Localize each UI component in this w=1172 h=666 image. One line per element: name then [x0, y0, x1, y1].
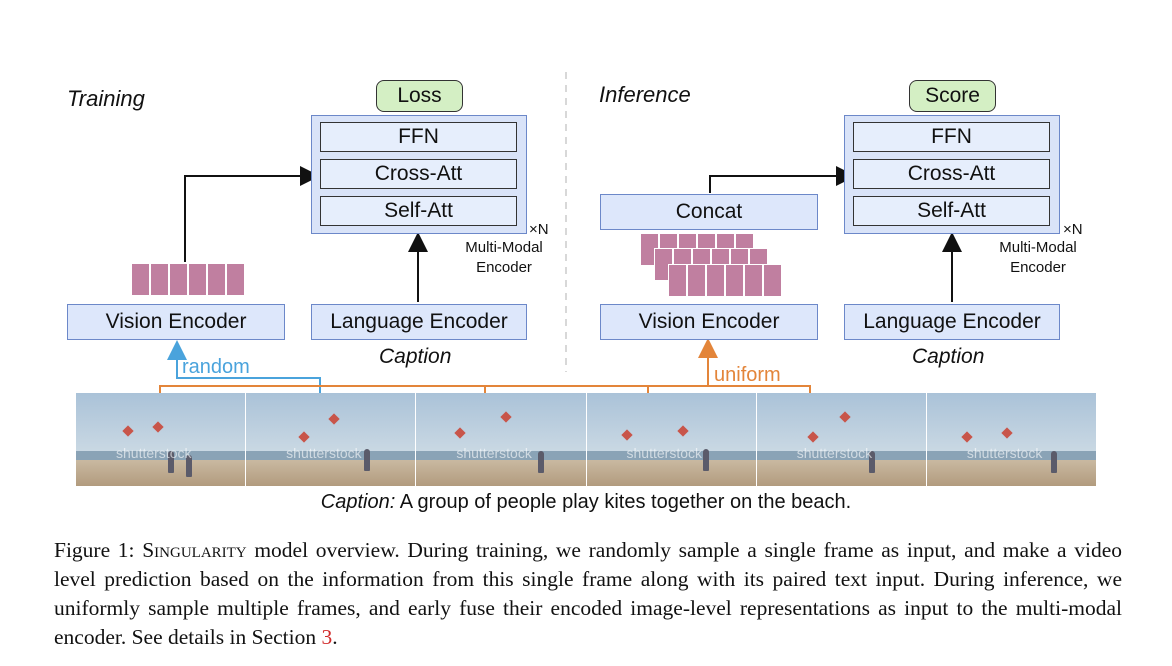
- token: [763, 264, 782, 297]
- inf-crossatt-layer: Cross-Att: [853, 159, 1050, 189]
- token: [188, 263, 207, 296]
- token: [150, 263, 169, 296]
- token: [131, 263, 150, 296]
- train-mm-encoder-label: Multi-Modal Encoder: [450, 238, 558, 278]
- frame-watermark: shutterstock: [966, 445, 1043, 461]
- inf-mm-encoder-label: Multi-Modal Encoder: [984, 238, 1092, 278]
- token: [725, 264, 744, 297]
- video-frame: shutterstock: [76, 393, 247, 486]
- train-vision-encoder-box: Vision Encoder: [67, 304, 285, 340]
- score-box: Score: [909, 80, 996, 112]
- training-label: Training: [67, 86, 145, 111]
- train-vision-to-crossatt-arrow: [184, 166, 320, 262]
- frame-watermark: shutterstock: [456, 445, 532, 461]
- train-ffn-layer: FFN: [320, 122, 517, 152]
- image-caption-prefix: Caption:: [320, 491, 396, 513]
- token: [668, 264, 687, 297]
- inf-mm-encoder-text: Multi-Modal Encoder: [999, 239, 1077, 276]
- video-frame: shutterstock: [756, 393, 927, 486]
- video-frame: shutterstock: [586, 393, 757, 486]
- loss-box: Loss: [376, 80, 463, 112]
- frame-watermark: shutterstock: [626, 445, 702, 461]
- token: [706, 264, 725, 297]
- inference-label: Inference: [599, 82, 691, 107]
- frame-watermark: shutterstock: [286, 445, 362, 461]
- uniform-sampling-bracket: [159, 385, 811, 393]
- concat-box: Concat: [600, 194, 818, 230]
- token: [744, 264, 763, 297]
- inf-repeat-label: ×N: [1063, 221, 1083, 238]
- figure-caption-suffix: .: [332, 625, 338, 649]
- token: [687, 264, 706, 297]
- token: [207, 263, 226, 296]
- frame-watermark: shutterstock: [116, 445, 192, 461]
- train-selfatt-layer: Self-Att: [320, 196, 517, 226]
- figure-caption: Figure 1: Singularity model overview. Du…: [54, 536, 1122, 652]
- train-mm-encoder-text: Multi-Modal Encoder: [465, 239, 543, 276]
- video-frame: shutterstock: [246, 393, 417, 486]
- figure-caption-body: model overview. During training, we rand…: [54, 538, 1122, 649]
- train-caption-label: Caption: [379, 345, 452, 368]
- train-repeat-label: ×N: [529, 221, 549, 238]
- train-language-encoder-box: Language Encoder: [311, 304, 527, 340]
- image-caption-text: A group of people play kites together on…: [395, 491, 852, 513]
- inf-ffn-layer: FFN: [853, 122, 1050, 152]
- video-filmstrip: shutterstock shutterstock shutterstock s…: [76, 393, 1097, 486]
- token: [169, 263, 188, 296]
- section-ref-link[interactable]: 3: [321, 625, 333, 649]
- inf-caption-label: Caption: [912, 345, 985, 368]
- inf-language-encoder-box: Language Encoder: [844, 304, 1060, 340]
- train-crossatt-layer: Cross-Att: [320, 159, 517, 189]
- inf-concat-to-crossatt-arrow: [709, 166, 856, 193]
- video-frame: shutterstock: [416, 393, 587, 486]
- video-frame: shutterstock: [926, 393, 1097, 486]
- frame-watermark: shutterstock: [796, 445, 873, 461]
- random-sampling-label: random: [182, 356, 250, 378]
- inf-frame-tokens-3: [668, 264, 782, 297]
- uniform-sampling-label: uniform: [714, 364, 781, 386]
- figure-caption-model-name: Singularity: [142, 538, 247, 562]
- token: [226, 263, 245, 296]
- figure-caption-prefix: Figure 1:: [54, 538, 143, 562]
- image-caption: Caption: A group of people play kites to…: [0, 491, 1172, 514]
- inf-vision-encoder-box: Vision Encoder: [600, 304, 818, 340]
- inf-selfatt-layer: Self-Att: [853, 196, 1050, 226]
- train-frame-tokens: [131, 263, 245, 296]
